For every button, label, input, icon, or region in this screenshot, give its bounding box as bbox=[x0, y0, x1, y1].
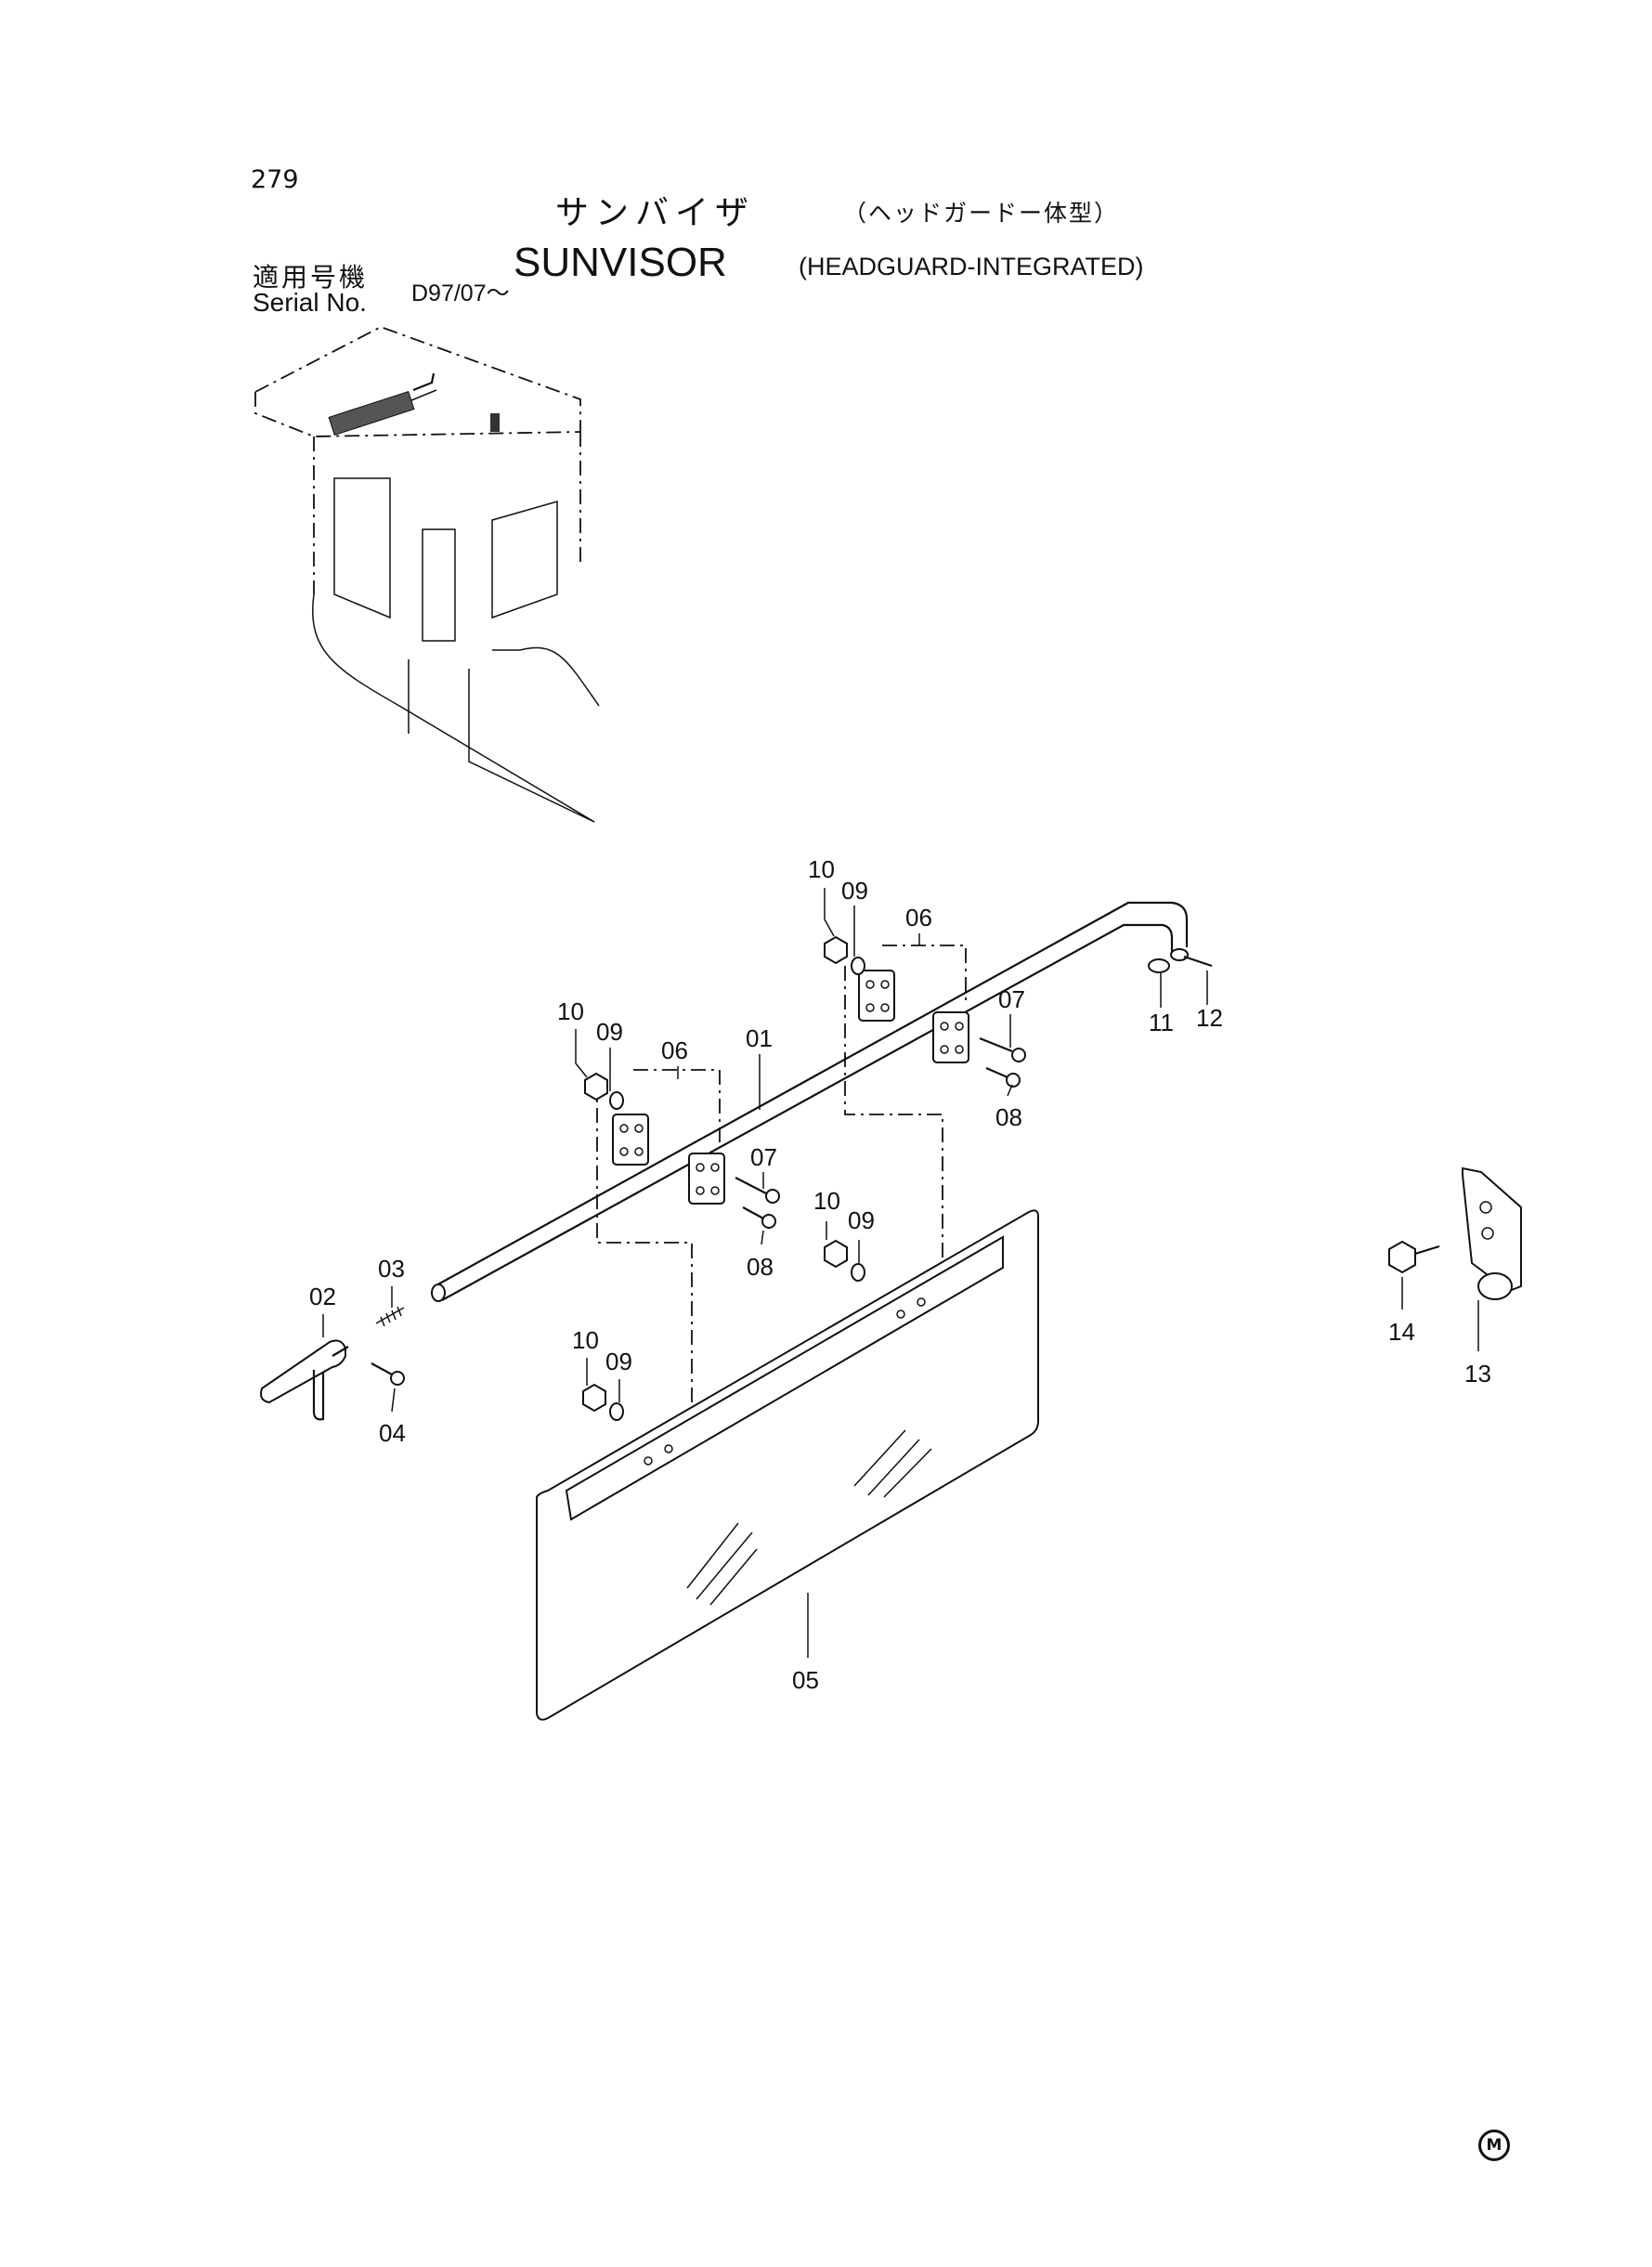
bracket-assembly bbox=[1388, 1166, 1522, 1300]
callout-09: 09 bbox=[596, 1018, 623, 1046]
callout-01: 01 bbox=[746, 1024, 773, 1052]
serial-number-value: D97/07～ bbox=[411, 280, 510, 306]
callout-11: 11 bbox=[1149, 1009, 1174, 1036]
callout-07: 07 bbox=[750, 1143, 777, 1171]
callout-06: 06 bbox=[905, 904, 932, 932]
callout-07: 07 bbox=[998, 985, 1025, 1013]
callout-04: 04 bbox=[379, 1419, 406, 1447]
callout-14: 14 bbox=[1388, 1318, 1415, 1346]
callout-09: 09 bbox=[848, 1206, 875, 1234]
hinge-bolts bbox=[735, 1036, 1026, 1229]
callout-03: 03 bbox=[378, 1255, 405, 1283]
callout-10: 10 bbox=[808, 855, 835, 883]
leader-lines bbox=[322, 888, 1479, 1658]
title-japanese-subtitle: （ヘッドガードー体型） bbox=[843, 200, 1120, 227]
callout-10: 10 bbox=[557, 997, 584, 1025]
callout-08: 08 bbox=[995, 1103, 1022, 1131]
serial-label-japanese: 適用号機 bbox=[253, 262, 369, 293]
callout-10: 10 bbox=[813, 1187, 840, 1215]
lock-pin bbox=[260, 1306, 405, 1421]
callout-09: 09 bbox=[605, 1348, 632, 1375]
callout-labels: 10 09 06 07 08 11 12 10 09 06 01 07 08 1… bbox=[309, 855, 1491, 1694]
title-english-subtitle: (HEADGUARD-INTEGRATED) bbox=[799, 253, 1144, 280]
serial-label-english: Serial No. bbox=[253, 288, 367, 317]
callout-10: 10 bbox=[572, 1326, 599, 1354]
callout-09: 09 bbox=[841, 877, 868, 905]
sunvisor-rod bbox=[431, 901, 1189, 1302]
callout-02: 02 bbox=[309, 1283, 336, 1310]
maker-mark: M bbox=[1478, 2130, 1510, 2161]
callout-12: 12 bbox=[1196, 1004, 1223, 1032]
hinge-left bbox=[596, 1069, 725, 1447]
hinge-right bbox=[844, 945, 969, 1314]
title-english: SUNVISOR bbox=[514, 240, 727, 285]
cab-overview-illustration bbox=[254, 326, 600, 823]
callout-05: 05 bbox=[792, 1666, 819, 1694]
callout-13: 13 bbox=[1464, 1360, 1491, 1388]
title-japanese: サンバイザ bbox=[555, 194, 756, 232]
visor-panel bbox=[536, 1209, 1039, 1721]
nuts-and-washers bbox=[582, 935, 1213, 1421]
callout-08: 08 bbox=[747, 1253, 774, 1281]
page-number: 279 bbox=[251, 165, 299, 194]
callout-06: 06 bbox=[661, 1036, 688, 1064]
